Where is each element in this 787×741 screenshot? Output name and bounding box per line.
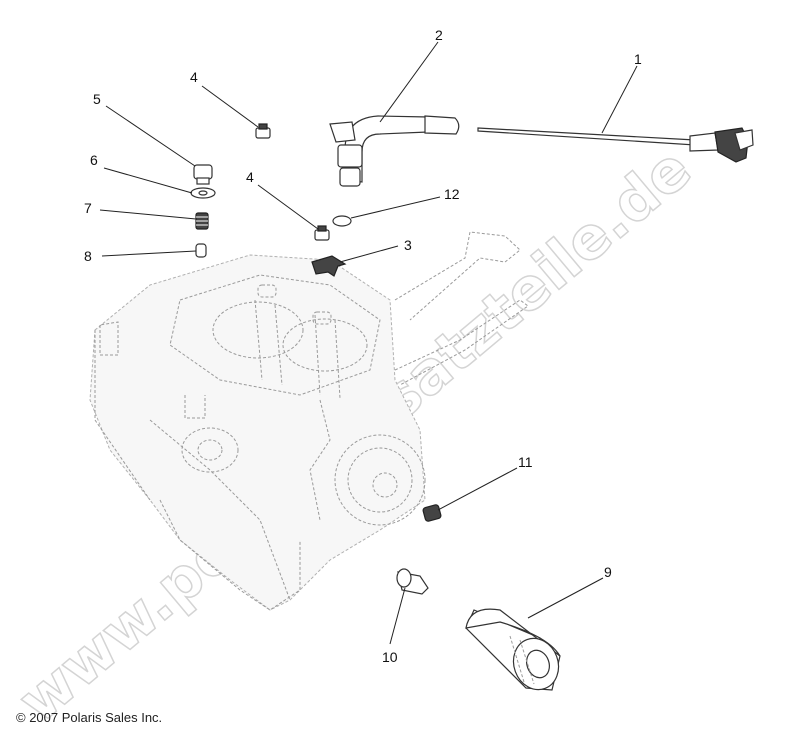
fitting-part-10 bbox=[396, 568, 429, 595]
pin-part-8 bbox=[195, 243, 207, 258]
screen-part-11 bbox=[422, 504, 442, 522]
plug-bolt-part-5 bbox=[193, 164, 213, 185]
callout-8: 8 bbox=[84, 248, 92, 264]
callout-9: 9 bbox=[604, 564, 612, 580]
callout-5: 5 bbox=[93, 91, 101, 107]
copyright-notice: © 2007 Polaris Sales Inc. bbox=[16, 710, 163, 725]
spring-part-7 bbox=[195, 212, 209, 230]
callout-6: 6 bbox=[90, 152, 98, 168]
dipstick-part-1 bbox=[477, 127, 754, 163]
callout-11: 11 bbox=[518, 454, 533, 470]
callout-1: 1 bbox=[634, 51, 642, 67]
oil-filter-part-9 bbox=[465, 608, 561, 691]
bolt-part-4a bbox=[255, 123, 271, 139]
callout-7: 7 bbox=[84, 200, 92, 216]
callout-12: 12 bbox=[444, 186, 460, 202]
callout-10: 10 bbox=[382, 649, 398, 665]
leader-lines bbox=[99, 41, 638, 645]
callout-3: 3 bbox=[404, 237, 412, 253]
washer-part-6 bbox=[190, 187, 216, 199]
engine-block bbox=[89, 231, 529, 611]
callout-4-upper: 4 bbox=[190, 69, 198, 85]
dipstick-tube-part-2 bbox=[329, 115, 460, 187]
callout-4-lower: 4 bbox=[246, 169, 254, 185]
callout-2: 2 bbox=[435, 27, 443, 43]
o-ring-part-12 bbox=[332, 215, 352, 227]
bracket-part-3 bbox=[311, 255, 347, 277]
